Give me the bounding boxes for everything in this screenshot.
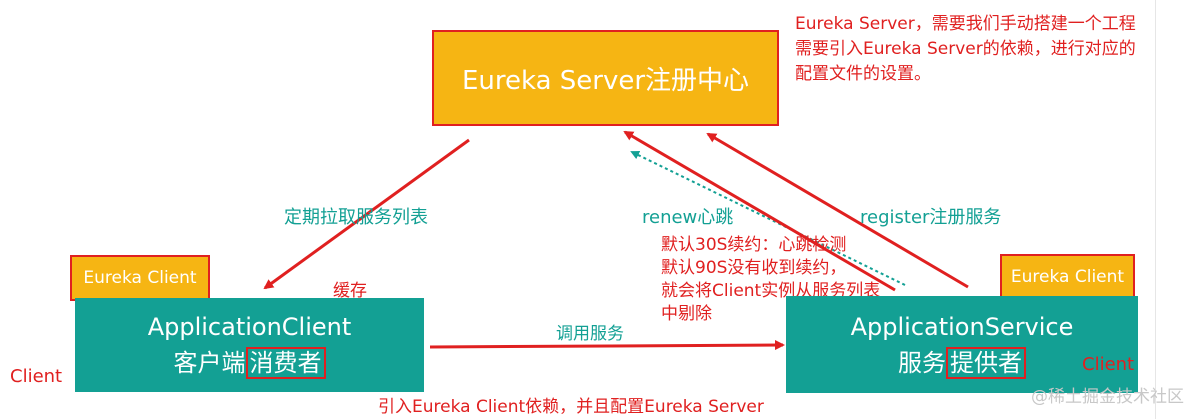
pull-arrow — [263, 138, 470, 290]
edge-label-renew: renew心跳 — [642, 207, 734, 228]
badge-label: Eureka Client — [1010, 266, 1125, 287]
provider-highlight: 提供者 — [946, 346, 1026, 379]
watermark: @稀土掘金技术社区 — [1031, 387, 1184, 407]
application-client-title: ApplicationClient — [147, 313, 352, 341]
edge-label-register: register注册服务 — [860, 207, 1002, 228]
service-role-prefix: 服务 — [898, 348, 946, 377]
eureka-server-label: Eureka Server注册中心 — [461, 65, 750, 96]
eureka-client-badge-left: Eureka Client — [70, 255, 210, 301]
server-note-line: 需要引入Eureka Server的依赖，进行对应的 — [795, 39, 1136, 59]
server-note-line: 配置文件的设置。 — [795, 64, 931, 84]
eureka-server-node: Eureka Server注册中心 — [432, 30, 779, 126]
heartbeat-note-line: 中剔除 — [661, 304, 712, 324]
register-arrow — [706, 132, 969, 289]
client-label-right: Client — [1082, 354, 1135, 375]
application-service-title: ApplicationService — [850, 312, 1074, 341]
eureka-client-badge-right: Eureka Client — [1000, 254, 1135, 299]
consumer-highlight: 消费者 — [245, 347, 326, 379]
client-label-left: Client — [10, 366, 63, 387]
edge-label-pull: 定期拉取服务列表 — [284, 207, 428, 228]
application-service-subtitle: 服务提供者 — [898, 345, 1026, 381]
heartbeat-note-line: 默认90S没有收到续约， — [661, 258, 847, 278]
server-note: Eureka Server，需要我们手动搭建一个工程 需要引入Eureka Se… — [795, 12, 1185, 87]
edge-label-call: 调用服务 — [556, 324, 624, 344]
call-arrow — [429, 340, 785, 351]
heartbeat-note-line: 默认30S续约：心跳检测 — [661, 235, 847, 255]
application-client-subtitle: 客户端消费者 — [174, 345, 326, 381]
cache-label: 缓存 — [333, 281, 367, 301]
server-note-line: Eureka Server，需要我们手动搭建一个工程 — [795, 14, 1136, 34]
client-role-prefix: 客户端 — [173, 349, 246, 377]
page-divider — [1155, 0, 1156, 419]
renew-arrow — [623, 130, 896, 292]
badge-label: Eureka Client — [83, 268, 197, 288]
heartbeat-arrow-teal — [630, 151, 906, 286]
bottom-note: 引入Eureka Client依赖，并且配置Eureka Server — [378, 397, 764, 417]
application-client-node: ApplicationClient 客户端消费者 — [75, 298, 424, 392]
application-service-node: ApplicationService 服务提供者 — [786, 296, 1138, 393]
